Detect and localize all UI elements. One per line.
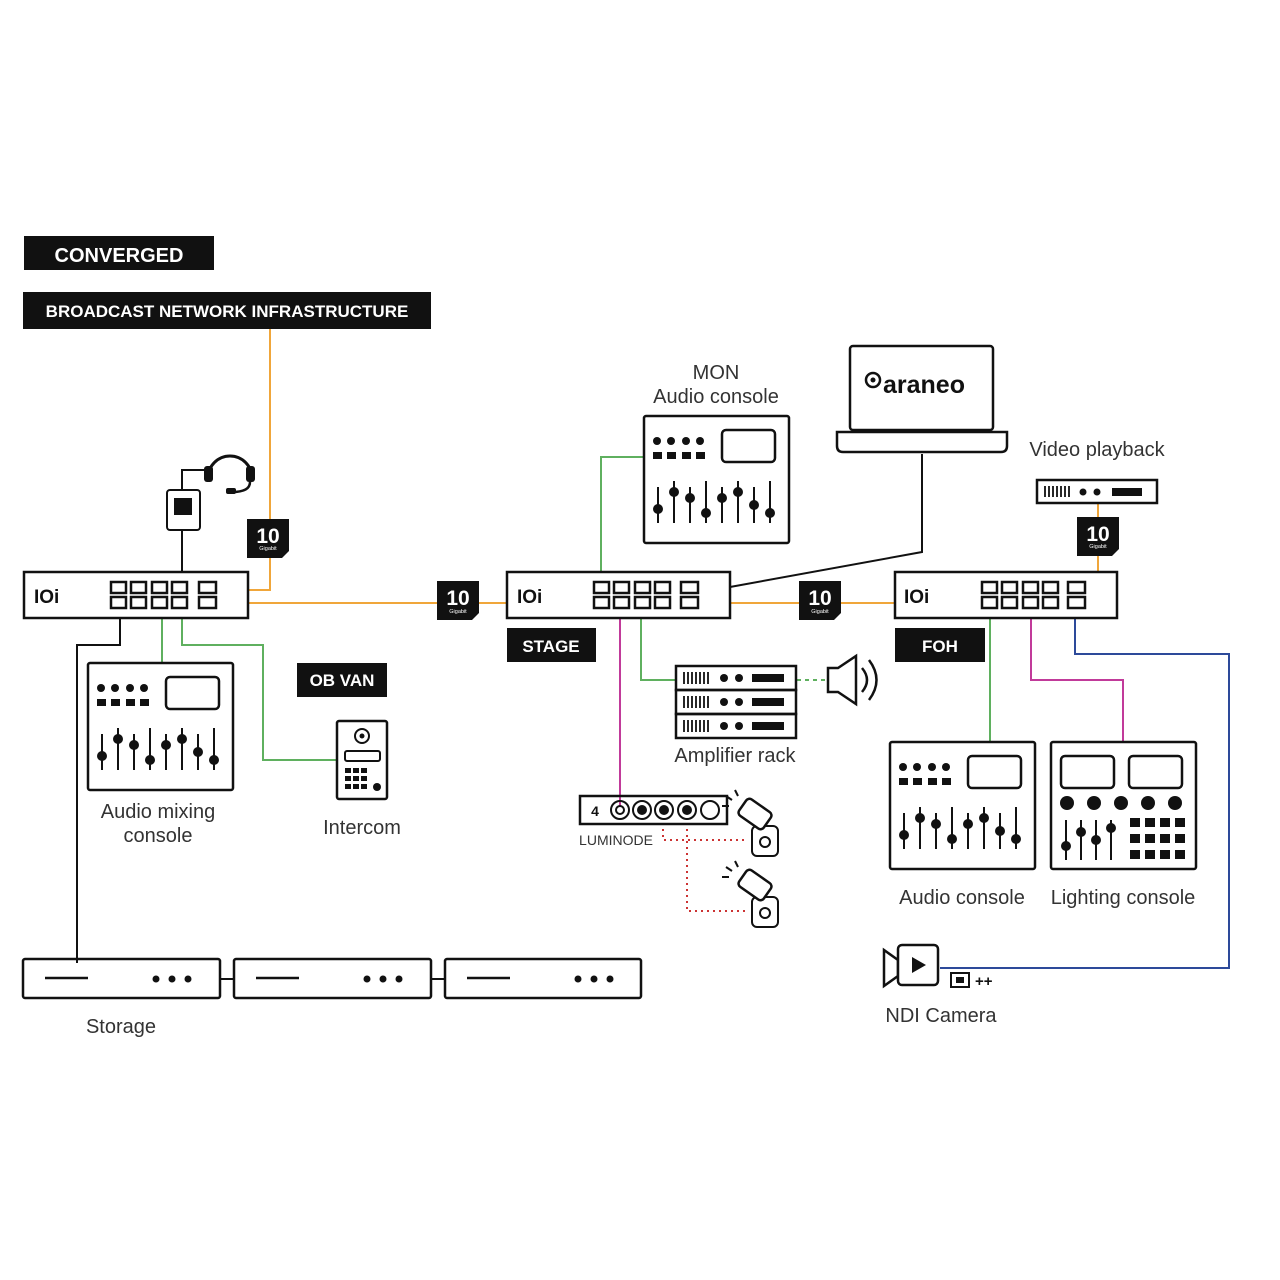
switch-label: IOi bbox=[34, 587, 59, 608]
moving-head-light-icon bbox=[722, 860, 779, 928]
foh-audio-console bbox=[888, 740, 1037, 871]
badge-10g-stage-foh: 10 Gigabit bbox=[799, 581, 841, 620]
switch-label: IOi bbox=[904, 587, 929, 608]
switch-ob-van: IOi bbox=[22, 570, 250, 620]
audio-mixing-console bbox=[86, 661, 235, 792]
badge-unit: Gigabit bbox=[449, 609, 467, 615]
badge-number: 10 bbox=[256, 525, 279, 548]
tag-ob-van: OB VAN bbox=[297, 663, 387, 697]
title-infrastructure: BROADCAST NETWORK INFRASTRUCTURE bbox=[23, 292, 431, 329]
tag-ob-van-text: OB VAN bbox=[310, 671, 375, 690]
luminode-label: LUMINODE bbox=[579, 832, 653, 848]
connections bbox=[76, 328, 1230, 969]
amplifier-rack bbox=[674, 664, 798, 740]
foh-audio-console-label: Audio console bbox=[899, 887, 1025, 909]
lighting-console-label: Lighting console bbox=[1051, 887, 1196, 909]
network-port-icon bbox=[950, 972, 970, 988]
link-amplifier bbox=[640, 605, 676, 681]
storage-unit bbox=[21, 957, 222, 1000]
dmx-line-1 bbox=[662, 823, 747, 841]
link-headset bbox=[181, 469, 212, 490]
intercom-panel bbox=[335, 719, 389, 801]
dmx-line-2 bbox=[686, 823, 747, 912]
badge-unit: Gigabit bbox=[259, 546, 277, 552]
switch-stage: IOi bbox=[505, 570, 732, 620]
tag-stage: STAGE bbox=[507, 628, 596, 662]
switch-ports bbox=[109, 580, 218, 610]
mon-console-label: Audio console bbox=[653, 386, 779, 408]
link-intercom bbox=[181, 605, 337, 761]
badge-10g-video: 10 Gigabit bbox=[1077, 517, 1119, 556]
badge-number: 10 bbox=[446, 587, 469, 610]
intercom-label: Intercom bbox=[323, 817, 401, 839]
badge-unit: Gigabit bbox=[1089, 544, 1107, 550]
headset-icon bbox=[204, 454, 255, 494]
ndi-camera-label: NDI Camera bbox=[885, 1005, 997, 1027]
switch-ports bbox=[592, 580, 700, 610]
badge-number: 10 bbox=[808, 587, 831, 610]
lighting-console bbox=[1049, 740, 1198, 871]
badge-10g-left-stage: 10 Gigabit bbox=[437, 581, 479, 620]
ndi-suffix: ++ bbox=[975, 973, 993, 990]
video-playback-device bbox=[1035, 478, 1159, 505]
mon-label: MON bbox=[693, 362, 740, 384]
speaker-icon bbox=[826, 653, 878, 707]
moving-head-light-icon bbox=[722, 789, 779, 857]
storage-unit bbox=[443, 957, 643, 1000]
araneo-logo-text: araneo bbox=[883, 371, 965, 399]
video-playback-label: Video playback bbox=[1029, 439, 1165, 461]
mon-audio-console bbox=[642, 414, 791, 545]
link-araneo bbox=[729, 454, 923, 588]
tag-foh: FOH bbox=[895, 628, 985, 662]
title-infrastructure-text: BROADCAST NETWORK INFRASTRUCTURE bbox=[46, 302, 409, 321]
ndi-camera-icon bbox=[882, 943, 940, 989]
araneo-logo-icon bbox=[864, 371, 882, 389]
link-ndi-camera bbox=[940, 605, 1230, 969]
audio-mixing-label-line1: Audio mixing bbox=[101, 801, 216, 823]
storage-unit bbox=[232, 957, 433, 1000]
switch-ports bbox=[980, 580, 1087, 610]
audio-mixing-label-line2: console bbox=[124, 825, 193, 847]
badge-number: 10 bbox=[1086, 523, 1109, 546]
switch-label: IOi bbox=[517, 587, 542, 608]
tag-foh-text: FOH bbox=[922, 637, 958, 656]
title-converged: CONVERGED bbox=[24, 236, 214, 270]
title-converged-text: CONVERGED bbox=[55, 245, 184, 267]
link-storage bbox=[76, 605, 121, 963]
luminode-device: 4 bbox=[578, 794, 729, 826]
tag-stage-text: STAGE bbox=[522, 637, 579, 656]
storage-label: Storage bbox=[86, 1016, 156, 1038]
araneo-laptop: araneo bbox=[835, 344, 1009, 454]
badge-10g-infrastructure: 10 Gigabit bbox=[247, 519, 289, 558]
beltpack-icon bbox=[166, 489, 201, 531]
link-lighting-console bbox=[1030, 605, 1124, 742]
luminode-port-count: 4 bbox=[591, 803, 599, 819]
badge-unit: Gigabit bbox=[811, 609, 829, 615]
link-mon-console bbox=[600, 456, 644, 583]
amplifier-rack-label: Amplifier rack bbox=[674, 745, 796, 767]
switch-foh: IOi bbox=[893, 570, 1119, 620]
